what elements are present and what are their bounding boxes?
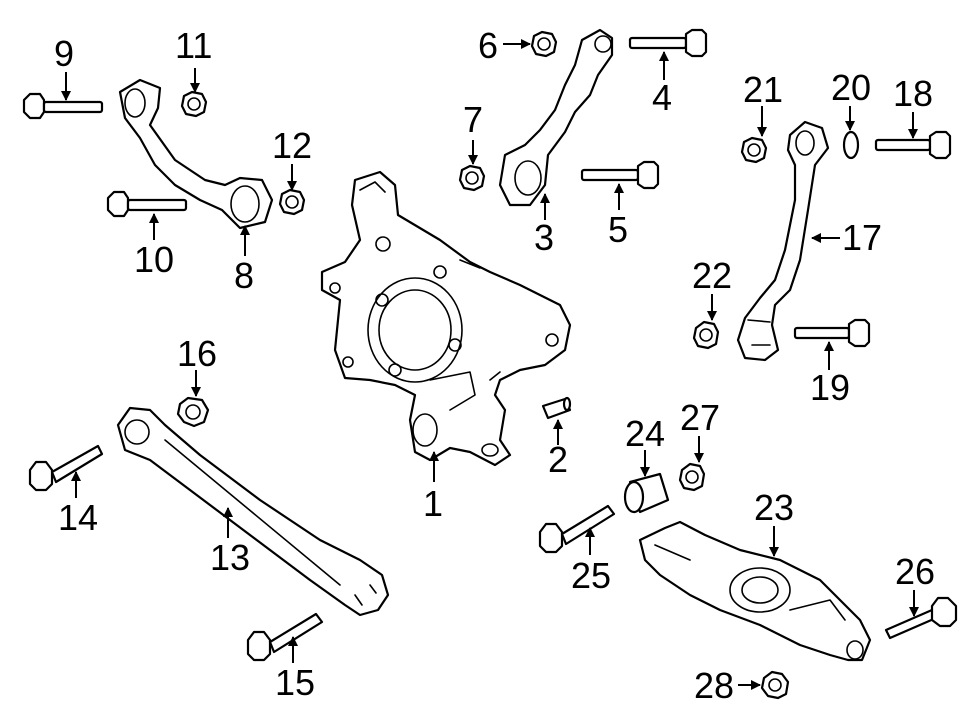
part-12-nut	[278, 188, 306, 216]
callout-27: 27	[680, 397, 720, 438]
part-26-bolt	[884, 596, 958, 640]
part-1-knuckle	[320, 170, 572, 467]
leader-lines	[61, 39, 919, 690]
part-6-nut	[530, 30, 558, 58]
part-5-bolt	[580, 160, 660, 190]
callout-12: 12	[272, 125, 312, 166]
callout-20: 20	[831, 67, 871, 108]
part-22-nut	[692, 320, 720, 350]
callout-17: 17	[842, 217, 882, 258]
part-24-bushing	[623, 472, 670, 514]
part-13-link	[116, 406, 390, 617]
callout-1: 1	[423, 483, 443, 524]
callout-3: 3	[534, 217, 554, 258]
part-11-nut	[180, 90, 208, 118]
part-15-bolt	[246, 612, 324, 662]
part-18-bolt	[874, 130, 952, 160]
callout-15: 15	[275, 662, 315, 703]
part-8-control-arm	[118, 78, 274, 230]
part-28-nut	[760, 670, 790, 700]
callout-28: 28	[694, 665, 734, 706]
part-25-bolt	[538, 504, 616, 554]
callout-11: 11	[175, 25, 212, 66]
callout-14: 14	[58, 497, 98, 538]
callout-24: 24	[625, 413, 665, 454]
part-2-pin	[541, 396, 572, 420]
part-20-washer	[842, 130, 860, 160]
part-3-control-arm	[498, 28, 614, 207]
part-10-bolt	[106, 190, 188, 218]
callout-13: 13	[210, 537, 250, 578]
callout-labels: 1 2 3 4 5 6 7 8 9 10 11 12 13 14 15 16 1…	[54, 25, 935, 706]
callout-10: 10	[134, 239, 174, 280]
part-21-nut	[740, 136, 768, 164]
callout-23: 23	[754, 487, 794, 528]
callout-8: 8	[234, 255, 254, 296]
callout-7: 7	[463, 99, 483, 140]
part-14-bolt	[28, 444, 104, 492]
part-16-nut	[176, 396, 210, 428]
callout-9: 9	[54, 33, 74, 74]
callout-4: 4	[652, 77, 672, 118]
part-9-bolt	[22, 92, 104, 120]
callout-26: 26	[895, 551, 935, 592]
callout-2: 2	[548, 439, 568, 480]
callout-18: 18	[893, 73, 933, 114]
part-23-control-arm	[638, 520, 872, 662]
callout-21: 21	[743, 69, 783, 110]
part-19-bolt	[793, 318, 871, 348]
part-27-nut	[678, 462, 706, 492]
part-17-link	[736, 120, 830, 362]
callout-22: 22	[692, 255, 732, 296]
part-7-nut	[458, 164, 486, 192]
callout-6: 6	[478, 25, 498, 66]
callout-16: 16	[177, 333, 217, 374]
callout-19: 19	[810, 367, 850, 408]
callout-25: 25	[571, 555, 611, 596]
callout-5: 5	[608, 209, 628, 250]
part-4-bolt	[628, 28, 708, 58]
